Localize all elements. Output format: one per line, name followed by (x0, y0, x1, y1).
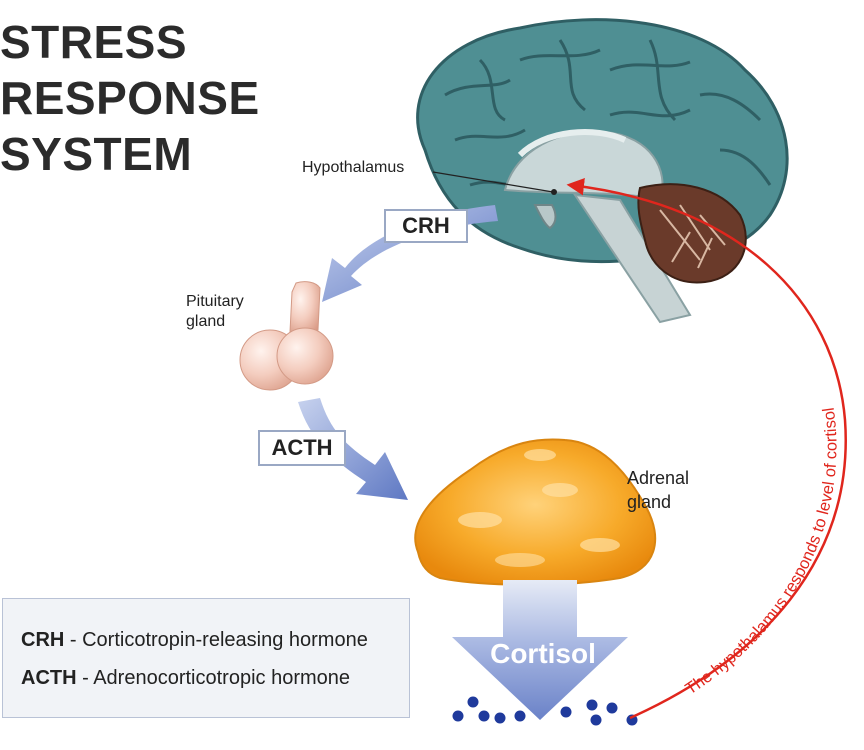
cortisol-arrow (452, 580, 628, 720)
brain-illustration (416, 18, 789, 324)
title-line-1: STRESS (0, 16, 188, 68)
legend-crh-abbr: CRH (21, 629, 65, 651)
pituitary-label: Pituitary gland (186, 292, 244, 332)
acth-flow-arrow (298, 398, 408, 500)
pituitary-label-line-1: Pituitary (186, 293, 244, 310)
acth-hormone-box: ACTH (258, 430, 346, 466)
legend-row-crh: CRH - Corticotropin-releasing hormone (21, 629, 368, 652)
cortisol-label: Cortisol (490, 638, 596, 669)
feedback-label: The hypothalamus responds to level of co… (682, 406, 840, 698)
adrenal-label-line-1: Adrenal (627, 468, 690, 488)
adrenal-label-line-2: gland (627, 492, 672, 512)
page-title: STRESS RESPONSE SYSTEM (0, 14, 260, 182)
legend-crh-desc: - Corticotropin-releasing hormone (64, 629, 368, 651)
crh-hormone-box: CRH (384, 209, 468, 243)
cortisol-molecules (452, 696, 638, 726)
feedback-arrow (566, 177, 847, 720)
hypothalamus-point (551, 189, 557, 195)
pituitary-label-line-2: gland (186, 313, 226, 330)
crh-flow-arrow (322, 205, 498, 302)
hypothalamus-pointer (432, 171, 554, 193)
legend-acth-desc: - Adrenocorticotropic hormone (76, 667, 351, 689)
title-line-3: SYSTEM (0, 128, 193, 180)
title-line-2: RESPONSE (0, 72, 260, 124)
adrenal-gland (414, 438, 657, 586)
hypothalamus-label: Hypothalamus (302, 159, 405, 176)
adrenal-label: Adrenal gland (627, 466, 689, 514)
legend-row-acth: ACTH - Adrenocorticotropic hormone (21, 667, 350, 690)
pituitary-gland (239, 281, 334, 391)
legend-acth-abbr: ACTH (21, 667, 77, 689)
legend-box: CRH - Corticotropin-releasing hormone AC… (2, 598, 410, 718)
